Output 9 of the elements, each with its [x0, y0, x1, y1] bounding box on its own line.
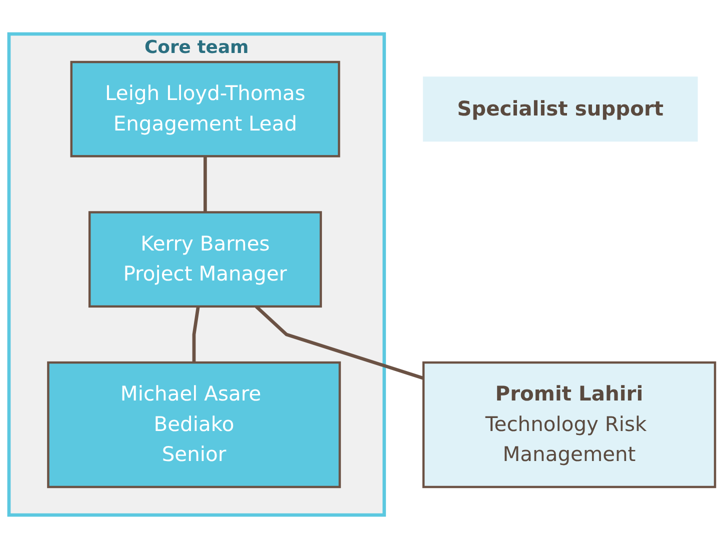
connector — [255, 305, 424, 380]
node-box — [47, 361, 341, 488]
node-box — [422, 361, 716, 488]
node-box — [88, 211, 322, 308]
connector — [192, 306, 200, 363]
cluster — [7, 32, 386, 517]
connector — [204, 156, 207, 212]
node-box — [422, 76, 698, 142]
node-box — [70, 60, 340, 158]
